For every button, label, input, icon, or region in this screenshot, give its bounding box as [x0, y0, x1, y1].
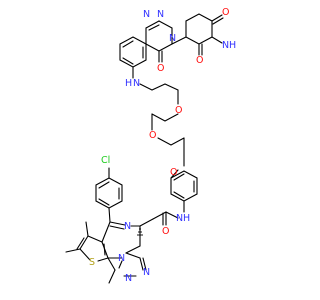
bond [170, 169, 179, 179]
bond [79, 248, 91, 261]
bond [125, 245, 141, 254]
bond [101, 221, 111, 243]
atom-o: O [170, 167, 177, 178]
stereo-hash-bond [137, 228, 143, 236]
bond [158, 20, 173, 29]
bond [157, 137, 185, 146]
bond [107, 257, 116, 271]
bond [173, 191, 185, 199]
bond [108, 269, 116, 284]
bond [171, 36, 187, 45]
bond [118, 260, 123, 269]
bond [145, 20, 160, 29]
atom-n: N [118, 253, 125, 264]
atom-o: O [149, 130, 156, 141]
bond [76, 237, 85, 250]
bond [79, 235, 89, 250]
bond [165, 211, 179, 219]
bond [139, 218, 154, 227]
atom-n: N [157, 9, 164, 20]
atom-n: N [222, 40, 229, 51]
bond [109, 221, 126, 226]
bond [108, 207, 111, 223]
molecule-structure-diagram: N N N O O N H O N H O O O Cl N H O N S N… [65, 7, 236, 284]
bond [139, 257, 144, 271]
bond [125, 252, 141, 259]
atom-o: O [162, 226, 169, 237]
atom-o: O [196, 55, 203, 66]
bond [98, 181, 110, 189]
bond [142, 257, 147, 271]
bond [103, 243, 106, 256]
atom-o: O [175, 105, 182, 116]
bond [109, 225, 125, 230]
bond [122, 57, 134, 65]
bond [185, 13, 213, 45]
bond [98, 198, 110, 206]
bond [212, 17, 224, 25]
bond [85, 221, 89, 237]
atom-s: S [89, 257, 95, 268]
atom-n: N [133, 78, 140, 89]
bond [170, 170, 198, 202]
bond [158, 43, 173, 52]
bond [87, 235, 103, 243]
bond [65, 248, 81, 253]
bond [211, 14, 223, 22]
bond [151, 113, 179, 122]
atom-n: N [169, 33, 176, 44]
atom-n: N [125, 273, 132, 284]
bond [211, 36, 223, 44]
atom-o: O [157, 63, 164, 74]
atom-n: N [176, 213, 183, 224]
bond [119, 36, 147, 68]
atom-h: H [125, 78, 132, 89]
atom-cl: Cl [101, 155, 110, 166]
bond [122, 40, 134, 48]
bonds [65, 13, 224, 284]
bond [97, 257, 109, 262]
bond [173, 173, 185, 181]
atom-n: N [143, 267, 150, 278]
atom-labels: N N N O O N H O N H O O O Cl N H O N S N… [89, 7, 236, 284]
bond [145, 43, 160, 52]
atom-h: H [229, 40, 236, 51]
atom-n: N [124, 221, 131, 232]
bond [139, 83, 179, 91]
atom-h: H [183, 213, 190, 224]
bond [152, 211, 167, 220]
atom-n: N [143, 9, 150, 20]
atom-o: O [222, 7, 229, 18]
bond [148, 24, 160, 31]
